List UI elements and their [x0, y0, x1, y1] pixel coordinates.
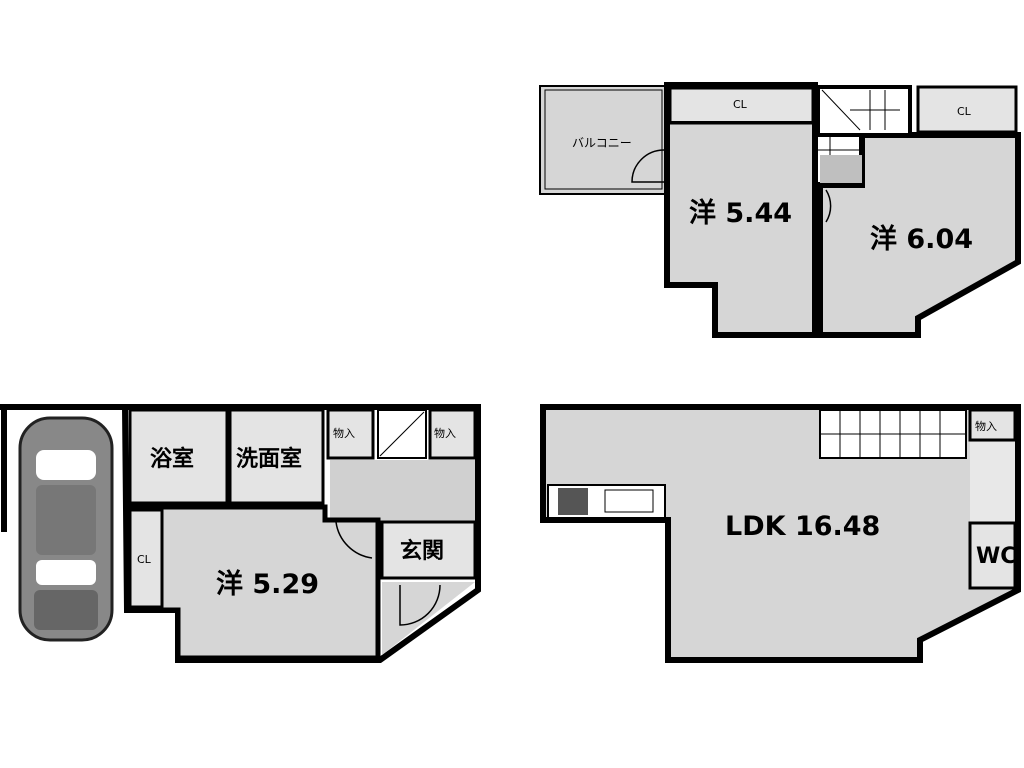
storage [968, 408, 1017, 442]
corridor [970, 442, 1015, 522]
closet [128, 508, 164, 609]
washroom [228, 408, 325, 505]
car-icon [18, 416, 114, 642]
storage-right-label: 物入 [434, 426, 456, 440]
storage-left-label: 物入 [333, 426, 355, 440]
room-6-04-label: 洋 6.04 [870, 223, 973, 255]
storage-left [326, 408, 375, 460]
staircase [816, 85, 912, 137]
balcony-label: バルコニー [572, 136, 632, 150]
room-5-29-label: 洋 5.29 [216, 568, 319, 600]
hall [330, 460, 475, 522]
stove-icon [558, 488, 588, 515]
storage-right [428, 408, 477, 460]
first-floor: 浴室 洗面室 物入 物入 玄関 CL 洋 5.29 [0, 404, 481, 663]
upper-floor: バルコニー CL CL 洋 5.44 洋 6.04 [539, 82, 1021, 338]
closet-left-label: CL [733, 98, 748, 111]
second-floor: 物入 WC LDK 16.48 [540, 404, 1021, 663]
ldk-label: LDK 16.48 [725, 511, 880, 542]
room-6-04 [817, 132, 1021, 338]
washroom-label: 洗面室 [236, 446, 302, 472]
balcony [539, 85, 667, 195]
sink-icon [604, 489, 654, 513]
bath [128, 408, 229, 505]
balcony-door [631, 149, 665, 183]
wc [968, 521, 1017, 590]
closet-right-label: CL [957, 105, 972, 118]
room-door [825, 189, 832, 223]
storage-label: 物入 [975, 419, 997, 433]
bath-label: 浴室 [150, 446, 194, 472]
room-5-44 [664, 82, 818, 338]
ldk [540, 404, 1021, 663]
room-5-29 [125, 504, 381, 661]
entrance [380, 520, 477, 580]
bay-window [921, 261, 1016, 318]
entrance-label: 玄関 [400, 538, 444, 564]
room-5-44-label: 洋 5.44 [689, 197, 792, 229]
wc-label: WC [976, 544, 1016, 569]
closet-label: CL [137, 553, 152, 566]
